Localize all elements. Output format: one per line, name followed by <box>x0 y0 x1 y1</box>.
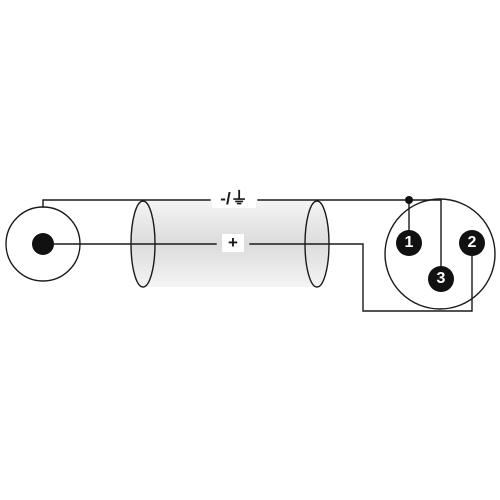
pin-3-label: 3 <box>436 270 446 287</box>
pin-1-label: 1 <box>404 234 414 251</box>
rca-plug-center-pin <box>32 233 54 255</box>
plus-label: + <box>222 234 244 252</box>
xlr-connector <box>384 198 496 310</box>
shield-wire-left <box>42 199 211 208</box>
ground-label: -/⏚ <box>212 190 256 208</box>
xlr-outer-ring <box>384 198 496 310</box>
xlr-pin-3 <box>428 266 454 292</box>
xlr-pin-2 <box>459 230 485 256</box>
shield-to-pin3-wire <box>408 199 442 269</box>
xlr-pin-1 <box>396 230 422 256</box>
signal-wire-right <box>249 243 473 312</box>
junction-dot <box>405 196 413 204</box>
pin-2-label: 2 <box>467 234 477 251</box>
